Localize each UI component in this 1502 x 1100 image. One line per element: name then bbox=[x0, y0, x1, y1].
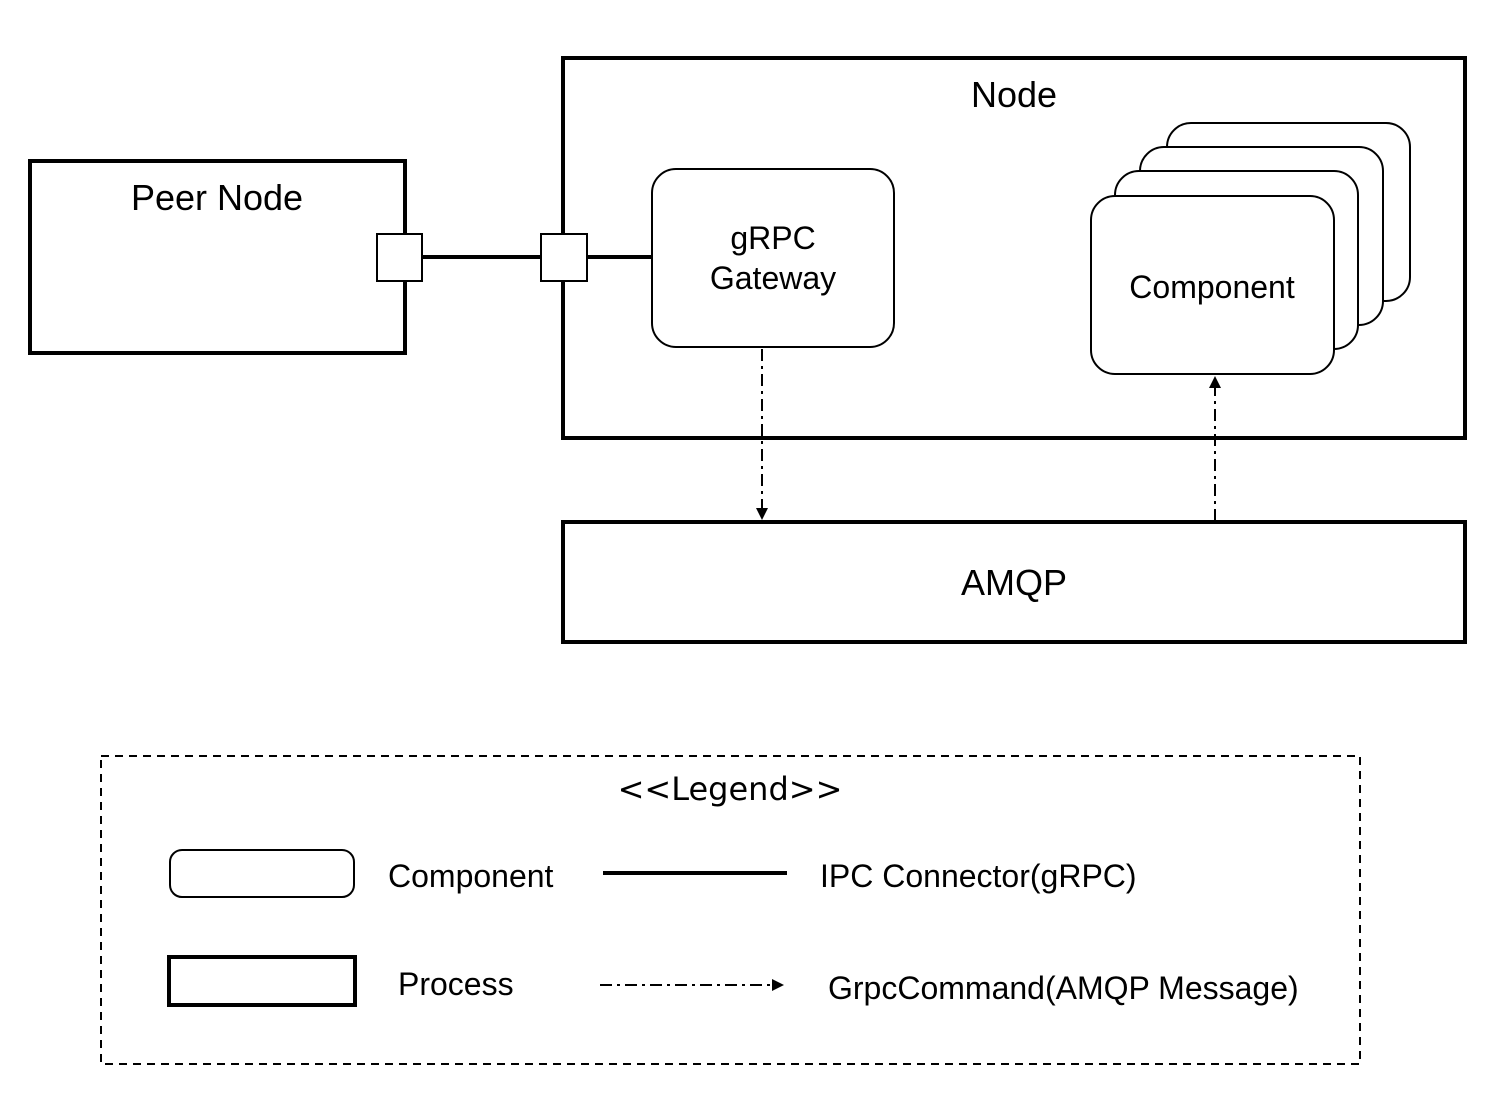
legend-component-label: Component bbox=[388, 858, 554, 894]
legend-process-label: Process bbox=[398, 966, 514, 1002]
legend-grpc-command-label: GrpcCommand(AMQP Message) bbox=[828, 970, 1299, 1006]
peer-node-process: Peer Node bbox=[28, 159, 407, 355]
legend: <<Legend>> Component IPC Connector(gRPC)… bbox=[100, 755, 1361, 1065]
legend-title: <<Legend>> bbox=[618, 770, 843, 808]
legend-component-symbol bbox=[169, 849, 355, 898]
grpc-gateway-component: gRPC Gateway bbox=[651, 168, 895, 348]
peer-node-port bbox=[376, 233, 423, 282]
legend-process-symbol bbox=[167, 955, 357, 1007]
node-port bbox=[540, 233, 588, 282]
amqp-process: AMQP bbox=[561, 520, 1467, 644]
node-label: Node bbox=[971, 74, 1057, 115]
component-stack: Component bbox=[1090, 122, 1411, 375]
peer-node-label: Peer Node bbox=[131, 177, 303, 218]
legend-ipc-connector-label: IPC Connector(gRPC) bbox=[820, 858, 1137, 894]
amqp-label: AMQP bbox=[961, 562, 1067, 603]
grpc-gateway-label-line1: gRPC bbox=[730, 220, 815, 256]
grpc-gateway-label-line2: Gateway bbox=[710, 260, 836, 296]
component-label: Component bbox=[1129, 269, 1295, 305]
